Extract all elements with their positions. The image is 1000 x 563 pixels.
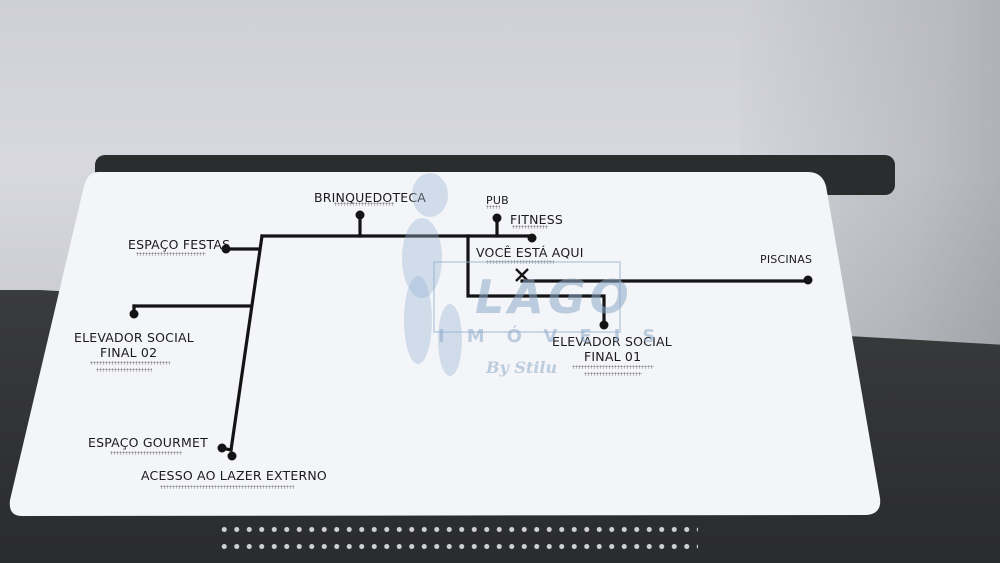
label-espaco-festas: ESPAÇO FESTAS [128,237,231,252]
braille-elevador-02-a [90,361,170,365]
label-elevador-01-line1: ELEVADOR SOCIAL [552,334,672,349]
braille-elevador-02-b [96,368,152,372]
dot-voce-esta-aqui [527,233,537,243]
braille-elevador-01-b [584,372,642,376]
label-piscinas: PISCINAS [760,253,813,266]
dot-espaco-gourmet [217,443,227,453]
route-here-loop [466,234,606,326]
label-acesso-lazer: ACESSO AO LAZER EXTERNO [141,468,327,483]
dot-elevador-01 [599,320,609,330]
label-brinquedoteca: BRINQUEDOTECA [314,190,427,205]
dot-elevador-02 [129,309,139,319]
label-elevador-02-line1: ELEVADOR SOCIAL [74,330,194,345]
dot-acesso-lazer [227,451,237,461]
label-espaco-gourmet: ESPAÇO GOURMET [88,435,208,450]
label-elevador-02-line2: FINAL 02 [100,345,158,360]
braille-acesso-lazer [160,485,294,489]
braille-fitness [512,225,548,229]
braille-espaco-festas [136,252,206,256]
braille-elevador-01-a [572,365,654,369]
label-pub: PUB [486,194,509,207]
label-voce-esta-aqui: VOCÊ ESTÁ AQUI [476,245,584,260]
braille-espaco-gourmet [110,451,182,455]
dot-espaco-festas [221,244,231,254]
braille-pub [486,205,500,209]
braille-dot-strip [218,521,698,557]
dot-piscinas [803,275,813,285]
braille-voce-esta-aqui [486,260,554,264]
sign-plate [9,172,881,516]
x-marker [515,268,529,282]
route-spine [229,234,264,452]
braille-brinquedoteca [334,202,394,206]
label-elevador-01-line2: FINAL 01 [584,349,642,364]
label-fitness: FITNESS [510,212,564,227]
dot-brinquedoteca [355,210,365,220]
dot-fitness [492,213,502,223]
